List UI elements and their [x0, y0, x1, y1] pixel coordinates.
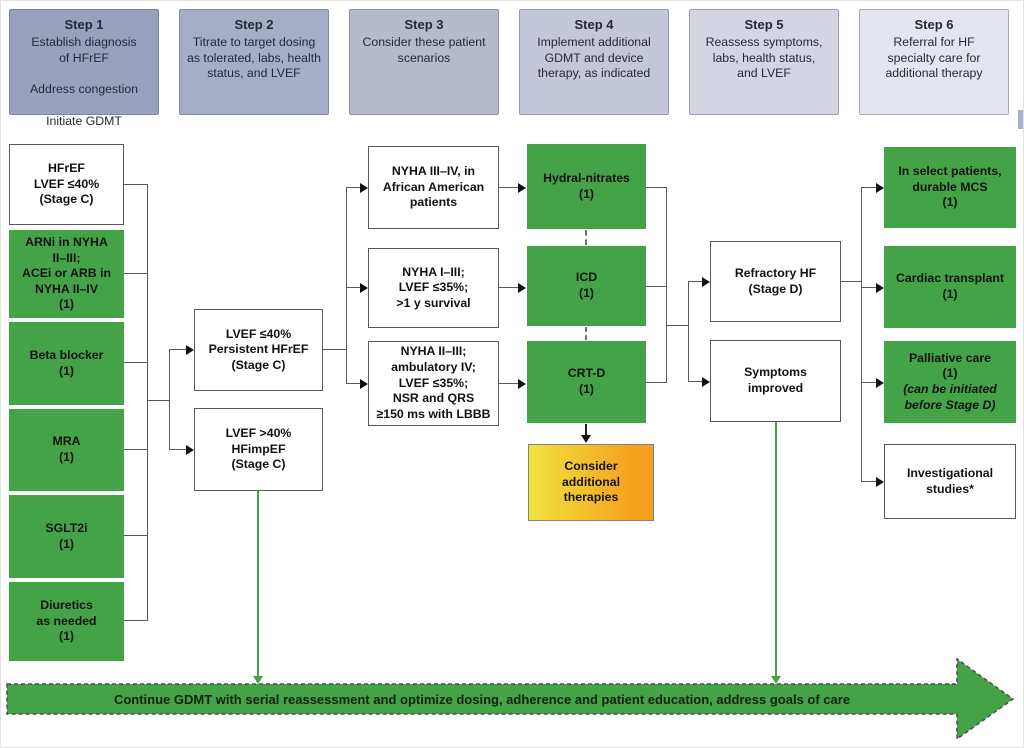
box-refractory-hf: Refractory HF (Stage D) — [710, 241, 841, 322]
connector-line — [861, 382, 877, 383]
box-palliative-care: Palliative care (1) (can be initiated be… — [884, 341, 1016, 423]
step-3-body: Consider these patient scenarios — [362, 35, 486, 65]
connector-line — [323, 349, 347, 350]
connector-line — [646, 187, 667, 188]
box-hydral-nitrates: Hydral-nitrates (1) — [527, 144, 646, 229]
green-drop-line — [775, 422, 777, 677]
clipped-edge-artifact — [1018, 110, 1023, 129]
connector-line — [124, 620, 148, 621]
box-consider-additional-therapies: Consider additional therapies — [528, 444, 654, 521]
box-cardiac-transplant: Cardiac transplant (1) — [884, 246, 1016, 328]
arrowhead-right — [360, 183, 368, 193]
connector-line — [666, 325, 689, 326]
connector-line — [346, 187, 347, 384]
step-4-body: Implement additional GDMT and device the… — [537, 35, 651, 81]
box-nyha-1-3: NYHA I–III; LVEF ≤35%; >1 y survival — [368, 248, 499, 328]
connector-line — [346, 287, 361, 288]
palliative-care-note: (can be initiated before Stage D) — [903, 382, 997, 412]
arrowhead-right — [360, 283, 368, 293]
arrowhead-right — [876, 183, 884, 193]
step-6-body: Referral for HF specialty care for addit… — [885, 35, 983, 81]
connector-line — [124, 273, 148, 274]
box-persistent-hfref: LVEF ≤40% Persistent HFrEF (Stage C) — [194, 309, 323, 391]
connector-line — [124, 362, 148, 363]
arrowhead-right — [702, 377, 710, 387]
connector-line — [147, 184, 148, 621]
arrowhead-down — [581, 435, 591, 443]
step-1-header: Step 1 Establish diagnosis of HFrEF Addr… — [9, 9, 159, 128]
connector-line — [169, 349, 187, 350]
connector-line — [346, 187, 361, 188]
box-arni: ARNi in NYHA II–III; ACEi or ARB in NYHA… — [9, 230, 124, 318]
arrowhead-right — [876, 477, 884, 487]
box-crt-d: CRT-D (1) — [527, 341, 646, 423]
connector-line — [688, 281, 689, 381]
dashed-connector — [585, 230, 587, 245]
step-2-header: Step 2 Titrate to target dosing as toler… — [179, 9, 329, 115]
step-6-header: Step 6 Referral for HF specialty care fo… — [859, 9, 1009, 115]
arrowhead-right — [876, 283, 884, 293]
connector-line — [124, 184, 148, 185]
connector-line — [861, 187, 877, 188]
arrowhead-right — [702, 277, 710, 287]
box-icd: ICD (1) — [527, 246, 646, 326]
green-drop-line — [257, 491, 259, 677]
step-2-title: Step 2 — [234, 17, 274, 32]
step-5-body: Reassess symptoms, labs, health status, … — [705, 35, 823, 81]
box-investigational-studies: Investigational studies* — [884, 444, 1016, 519]
connector-line — [169, 449, 187, 450]
connector-line — [646, 286, 667, 287]
connector-line — [346, 383, 361, 384]
box-hfref: HFrEF LVEF ≤40% (Stage C) — [9, 144, 124, 225]
connector-line — [666, 187, 667, 382]
connector-line — [499, 383, 519, 384]
continue-gdmt-label: Continue GDMT with serial reassessment a… — [113, 691, 851, 707]
connector-line — [688, 281, 703, 282]
step-1-body: Establish diagnosis of HFrEF Address con… — [29, 35, 138, 128]
arrowhead-right — [518, 183, 526, 193]
connector-line — [499, 187, 519, 188]
dashed-connector — [585, 424, 587, 435]
step-3-header: Step 3 Consider these patient scenarios — [349, 9, 499, 115]
connector-line — [169, 349, 170, 450]
box-nyha-3-4: NYHA III–IV, in African American patient… — [368, 146, 499, 229]
box-beta-blocker: Beta blocker (1) — [9, 322, 124, 405]
box-mra: MRA (1) — [9, 409, 124, 491]
green-arrowhead-down — [253, 676, 263, 684]
connector-line — [124, 449, 148, 450]
connector-line — [841, 281, 862, 282]
arrowhead-right — [186, 345, 194, 355]
continue-gdmt-arrow — [6, 657, 1015, 741]
arrowhead-right — [186, 445, 194, 455]
step-4-title: Step 4 — [574, 17, 614, 32]
step-5-title: Step 5 — [744, 17, 784, 32]
step-6-title: Step 6 — [914, 17, 954, 32]
palliative-care-label: Palliative care (1) — [908, 350, 992, 381]
step-2-body: Titrate to target dosing as tolerated, l… — [187, 35, 321, 81]
connector-line — [499, 287, 519, 288]
connector-line — [646, 382, 667, 383]
connector-line — [861, 187, 862, 482]
arrowhead-right — [518, 379, 526, 389]
arrowhead-right — [360, 379, 368, 389]
step-5-header: Step 5 Reassess symptoms, labs, health s… — [689, 9, 839, 115]
arrowhead-right — [876, 378, 884, 388]
box-durable-mcs: In select patients, durable MCS (1) — [884, 147, 1016, 228]
box-symptoms-improved: Symptoms improved — [710, 340, 841, 422]
arrowhead-right — [518, 283, 526, 293]
step-4-header: Step 4 Implement additional GDMT and dev… — [519, 9, 669, 115]
step-1-title: Step 1 — [64, 17, 104, 32]
box-nyha-2-3: NYHA II–III; ambulatory IV; LVEF ≤35%; N… — [368, 341, 499, 426]
connector-line — [147, 400, 169, 401]
connector-line — [861, 287, 877, 288]
box-sglt2i: SGLT2i (1) — [9, 495, 124, 578]
box-hfimpef: LVEF >40% HFimpEF (Stage C) — [194, 408, 323, 491]
step-3-title: Step 3 — [404, 17, 444, 32]
connector-line — [124, 535, 148, 536]
connector-line — [861, 481, 877, 482]
green-arrowhead-down — [771, 676, 781, 684]
box-diuretics: Diuretics as needed (1) — [9, 582, 124, 661]
connector-line — [688, 381, 703, 382]
dashed-connector — [585, 327, 587, 340]
